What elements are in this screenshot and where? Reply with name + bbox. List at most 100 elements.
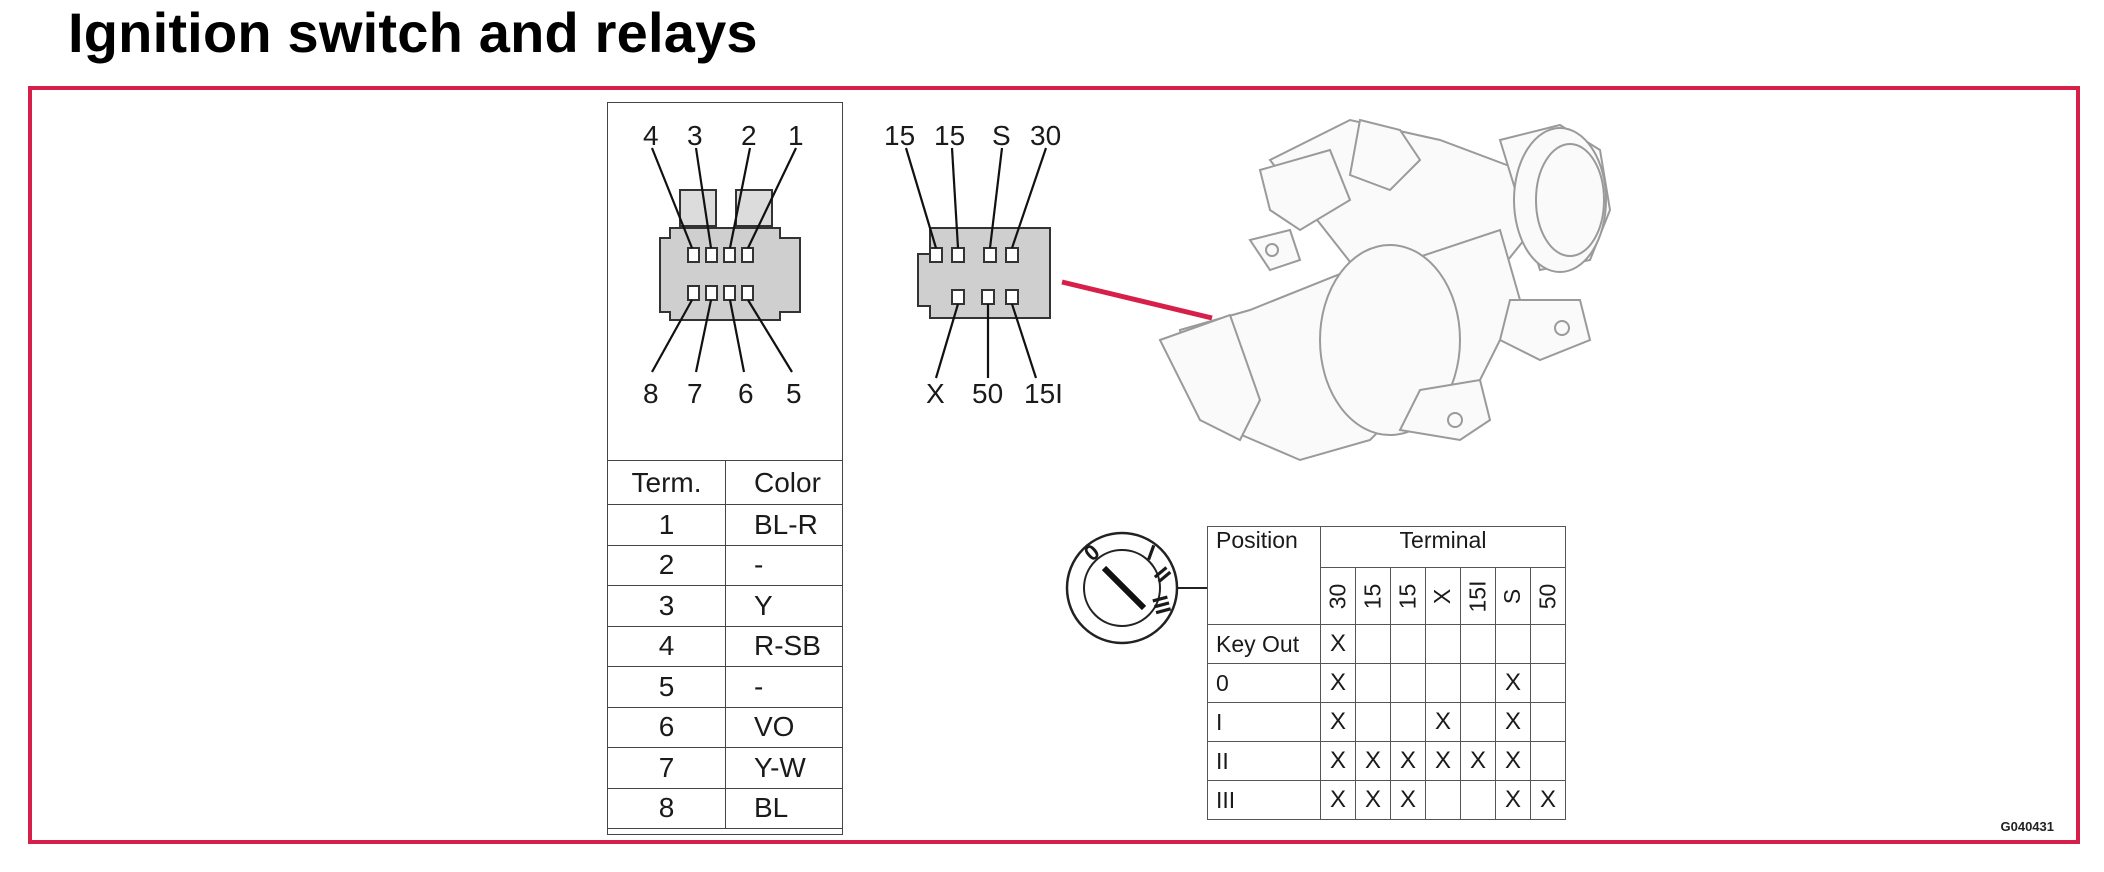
term-cell: 7 xyxy=(607,747,726,789)
mark-text: X xyxy=(1329,630,1346,657)
terminal-mark: X xyxy=(1390,741,1426,781)
terminal-label: 15 xyxy=(1394,583,1421,609)
terminal-mark xyxy=(1390,624,1426,664)
mark-text: X xyxy=(1329,786,1346,813)
mark-text: X xyxy=(1329,708,1346,735)
color-cell: Y xyxy=(725,585,843,627)
mark-text: X xyxy=(1504,747,1521,774)
position-label: 0 xyxy=(1207,663,1321,703)
terminal-mark: X xyxy=(1425,741,1461,781)
table-row: 3 Y xyxy=(607,585,843,627)
mark-text: X xyxy=(1469,747,1486,774)
header-terminal: Terminal xyxy=(1320,526,1566,568)
terminal-mark xyxy=(1355,624,1391,664)
terminal-mark: X xyxy=(1320,663,1356,703)
wire-color-table: Term. Color 1 BL-R 2 - 3 Y 4 R-SB 5 - 6 … xyxy=(607,460,843,829)
terminal-label: X xyxy=(1429,588,1456,604)
terminal-mark: X xyxy=(1495,741,1531,781)
pin-label: 30 xyxy=(1030,120,1062,151)
color-cell: BL-R xyxy=(725,504,843,546)
terminal-mark xyxy=(1530,624,1566,664)
pin-label: 15 xyxy=(934,120,966,151)
mark-text: X xyxy=(1399,786,1416,813)
terminal-mark xyxy=(1390,702,1426,742)
connector-a-leaders xyxy=(650,147,797,373)
term-cell: 3 xyxy=(607,585,726,627)
terminal-mark: X xyxy=(1320,780,1356,820)
diagram-frame xyxy=(28,86,2080,844)
terminal-label: 30 xyxy=(1324,583,1351,609)
table-row: 4 R-SB xyxy=(607,625,843,667)
terminal-mark: X xyxy=(1495,663,1531,703)
header-term: Term. xyxy=(607,460,726,505)
terminal-mark xyxy=(1530,702,1566,742)
pin-label: 5 xyxy=(786,378,802,409)
table-row: 8 BL xyxy=(607,787,843,829)
terminal-mark xyxy=(1530,663,1566,703)
term-cell: 2 xyxy=(607,544,726,586)
term-cell: 1 xyxy=(607,504,726,546)
pin-label: S xyxy=(992,120,1011,151)
terminal-mark xyxy=(1390,663,1426,703)
header-position: Position xyxy=(1207,526,1321,625)
pointer-line xyxy=(1061,279,1213,321)
terminal-label: S xyxy=(1499,588,1526,604)
terminal-mark xyxy=(1460,624,1496,664)
page-title: Ignition switch and relays xyxy=(68,1,758,64)
terminal-mark: X xyxy=(1320,702,1356,742)
pin-label: 4 xyxy=(643,120,659,151)
connector-b-leaders xyxy=(904,147,1048,379)
mark-text: X xyxy=(1504,708,1521,735)
term-cell: 6 xyxy=(607,706,726,748)
color-cell: R-SB xyxy=(725,625,843,667)
terminal-mark xyxy=(1425,663,1461,703)
term-cell: 5 xyxy=(607,666,726,708)
connector-a-icon xyxy=(659,189,801,321)
position-label: Key Out xyxy=(1207,624,1321,664)
terminal-mark xyxy=(1425,780,1461,820)
mark-text: X xyxy=(1364,747,1381,774)
table-row: 2 - xyxy=(607,544,843,586)
mark-text: X xyxy=(1434,747,1451,774)
color-cell: - xyxy=(725,544,843,586)
table-row: 6 VO xyxy=(607,706,843,748)
terminal-label: 50 xyxy=(1534,583,1561,609)
terminal-mark xyxy=(1530,741,1566,781)
mark-text: X xyxy=(1539,786,1556,813)
terminal-mark xyxy=(1460,663,1496,703)
table-row: 7 Y-W xyxy=(607,747,843,789)
mark-text: X xyxy=(1399,747,1416,774)
terminal-mark xyxy=(1355,702,1391,742)
terminal-mark: X xyxy=(1355,741,1391,781)
terminal-mark: X xyxy=(1320,624,1356,664)
position-label: III xyxy=(1207,780,1321,820)
terminal-mark xyxy=(1460,780,1496,820)
header-color: Color xyxy=(725,460,843,505)
color-cell: Y-W xyxy=(725,747,843,789)
terminal-mark: X xyxy=(1495,702,1531,742)
pin-label: 7 xyxy=(687,378,703,409)
ignition-switch-icon xyxy=(1158,118,1612,462)
terminal-mark: X xyxy=(1530,780,1566,820)
terminal-label: 15I xyxy=(1464,580,1491,612)
mark-text: X xyxy=(1434,708,1451,735)
color-cell: BL xyxy=(725,787,843,829)
terminal-mark xyxy=(1425,624,1461,664)
terminal-mark: X xyxy=(1390,780,1426,820)
terminal-mark: X xyxy=(1460,741,1496,781)
mark-text: X xyxy=(1329,747,1346,774)
table-row: 1 BL-R xyxy=(607,504,843,546)
term-cell: 8 xyxy=(607,787,726,829)
mark-text: X xyxy=(1329,669,1346,696)
mark-text: X xyxy=(1504,669,1521,696)
position-terminal-table: Position Terminal 30 15 15 X 15I S 50 Ke… xyxy=(1207,526,1566,820)
connector-b-icon xyxy=(917,227,1051,319)
pin-label: 8 xyxy=(643,378,659,409)
pin-label: 15I xyxy=(1024,378,1063,409)
